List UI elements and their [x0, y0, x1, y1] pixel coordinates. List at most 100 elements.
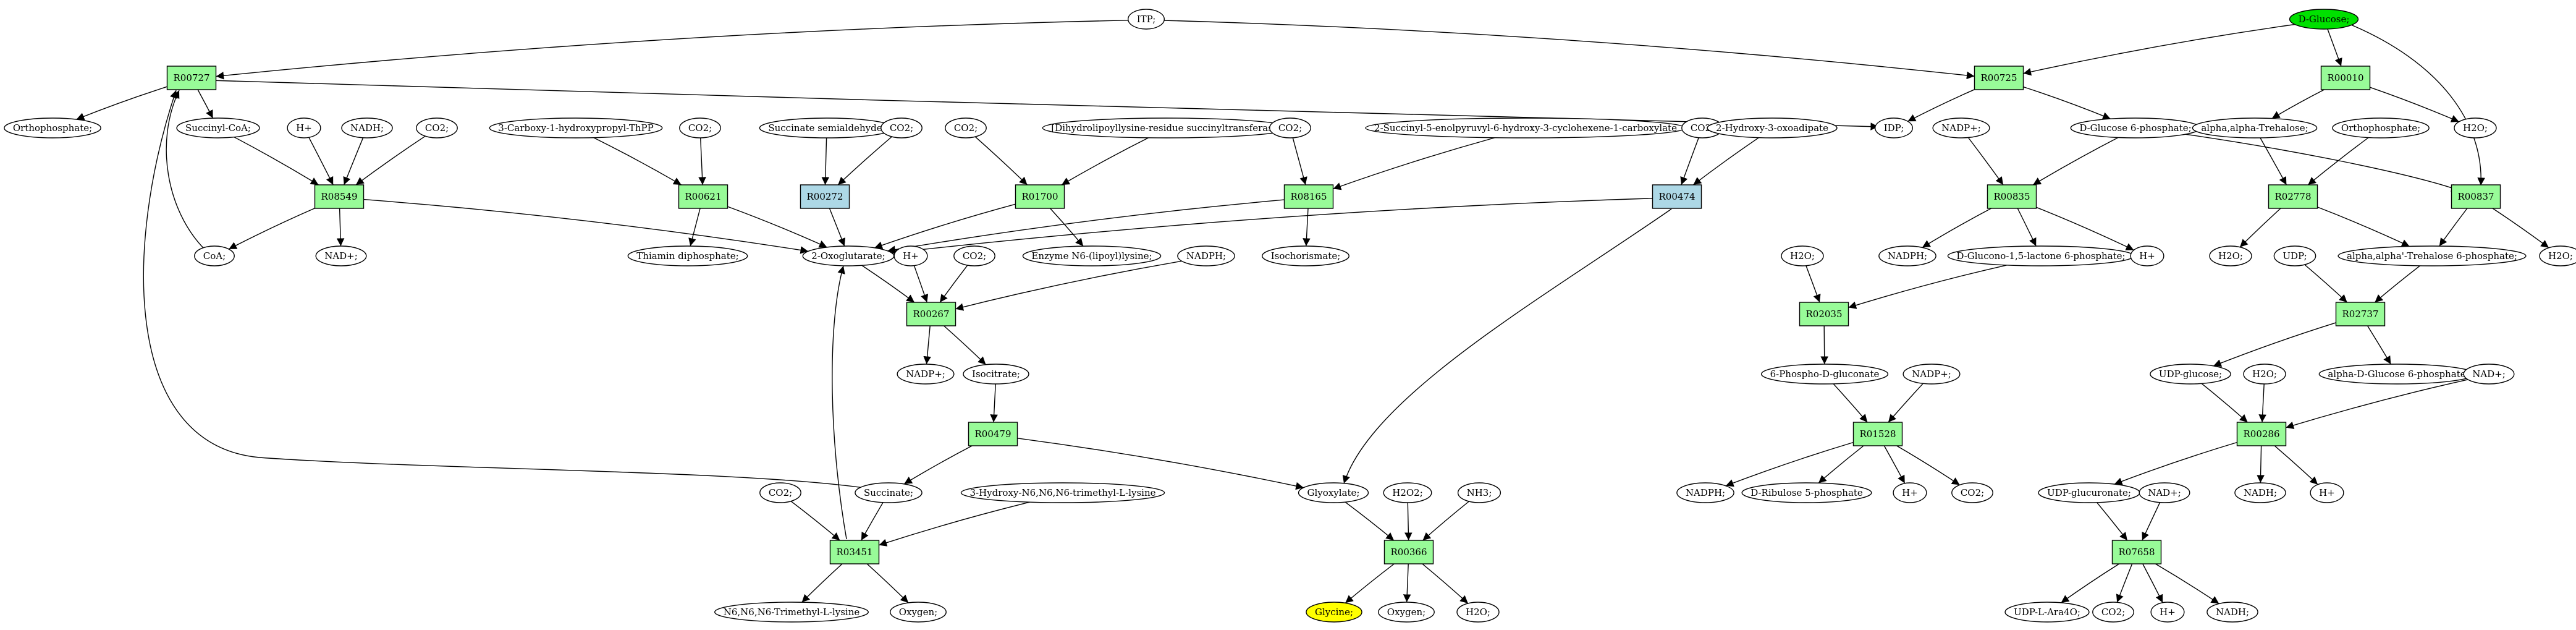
- reaction-node-R00835[interactable]: R00835: [1987, 184, 2037, 209]
- compound-node-dglc[interactable]: D-Glucose;: [2289, 9, 2359, 30]
- compound-node-nh3[interactable]: NH3;: [1457, 482, 1501, 503]
- compound-node-orthoL[interactable]: Orthophosphate;: [4, 117, 101, 138]
- compound-node-adg6p[interactable]: alpha-D-Glucose 6-phosphate: [2318, 364, 2475, 385]
- reaction-node-R00272[interactable]: R00272: [800, 184, 850, 209]
- compound-node-h2oC[interactable]: H2O;: [2209, 245, 2252, 266]
- compound-node-nadhA[interactable]: NADH;: [341, 117, 393, 138]
- compound-node-thdp[interactable]: Thiamin diphosphate;: [627, 245, 748, 266]
- reaction-node-R00267[interactable]: R00267: [906, 302, 956, 326]
- compound-ellipse: [1177, 245, 1235, 266]
- node-label: CO2;: [1961, 487, 1984, 498]
- compound-node-succoa[interactable]: Succinyl-CoA;: [176, 117, 260, 138]
- compound-node-succ[interactable]: Succinate;: [855, 482, 923, 503]
- compound-node-nadphC[interactable]: NADPH;: [1676, 482, 1734, 503]
- compound-node-co2J[interactable]: CO2;: [2092, 602, 2134, 623]
- compound-node-hD[interactable]: H+: [1893, 482, 1927, 503]
- compound-node-nadhC[interactable]: NADH;: [2206, 602, 2258, 623]
- reaction-node-R07658[interactable]: R07658: [2111, 540, 2162, 564]
- compound-node-nadpC[interactable]: NADP+;: [1902, 364, 1961, 385]
- compound-node-h2oA[interactable]: H2O;: [2454, 117, 2497, 138]
- compound-node-co2E[interactable]: CO2;: [1269, 117, 1311, 138]
- node-label: 2-Oxoglutarate;: [811, 250, 885, 262]
- reaction-node-R00727[interactable]: R00727: [166, 66, 217, 90]
- reaction-node-R08549[interactable]: R08549: [314, 184, 365, 209]
- compound-node-enzlip[interactable]: Enzyme N6-(lipoyl)lysine;: [1022, 245, 1162, 266]
- compound-node-nadphA[interactable]: NADPH;: [1177, 245, 1235, 266]
- edge-R01528-to-co2I: [1896, 445, 1960, 485]
- reaction-node-R02035[interactable]: R02035: [1799, 302, 1849, 326]
- compound-node-nadphB[interactable]: NADPH;: [1878, 245, 1936, 266]
- compound-node-glyox[interactable]: Glyoxylate;: [1298, 482, 1369, 503]
- reaction-node-R02778[interactable]: R02778: [2268, 184, 2318, 209]
- compound-node-co2B[interactable]: CO2;: [679, 117, 721, 138]
- node-label: Oxygen;: [899, 607, 937, 618]
- compound-node-h2oE[interactable]: H2O;: [2243, 364, 2286, 385]
- compound-node-oxyB[interactable]: Oxygen;: [1378, 602, 1435, 623]
- compound-node-nadA[interactable]: NAD+;: [315, 245, 367, 266]
- reaction-node-R00474[interactable]: R00474: [1652, 184, 1702, 209]
- compound-node-g6p[interactable]: D-Glucose 6-phosphate;: [2070, 117, 2201, 138]
- compound-node-hA[interactable]: H+: [287, 117, 321, 138]
- compound-node-co2C[interactable]: CO2;: [880, 117, 923, 138]
- compound-node-h2o2[interactable]: H2O2;: [1383, 482, 1432, 503]
- compound-node-sephc[interactable]: 2-Succinyl-5-enolpyruvyl-6-hydroxy-3-cyc…: [1365, 117, 1686, 138]
- reaction-node-R01528[interactable]: R01528: [1852, 422, 1903, 446]
- compound-node-hF[interactable]: H+: [2150, 602, 2185, 623]
- compound-node-nadhB[interactable]: NADH;: [2234, 482, 2286, 503]
- compound-node-isocit[interactable]: Isocitrate;: [963, 364, 1029, 385]
- compound-node-h2oD[interactable]: H2O;: [2539, 245, 2576, 266]
- reaction-node-R00725[interactable]: R00725: [1974, 66, 2024, 90]
- reaction-node-R00286[interactable]: R00286: [2236, 422, 2287, 446]
- compound-node-nadC[interactable]: NAD+;: [2139, 482, 2190, 503]
- compound-node-co2H[interactable]: CO2;: [759, 482, 801, 503]
- compound-node-hE[interactable]: H+: [2310, 482, 2344, 503]
- reaction-node-R00366[interactable]: R00366: [1383, 540, 1434, 564]
- reaction-node-R01700[interactable]: R01700: [1015, 184, 1065, 209]
- compound-node-orthoR[interactable]: Orthophosphate;: [2332, 117, 2430, 138]
- compound-node-drib[interactable]: D-Ribulose 5-phosphate: [1741, 482, 1872, 503]
- compound-node-co2D[interactable]: CO2;: [945, 117, 987, 138]
- node-label: H2O;: [2548, 250, 2573, 262]
- node-label: R08165: [1290, 191, 1327, 202]
- compound-node-dihydro[interactable]: [Dihydrolipoyllysine-residue succinyltra…: [1042, 117, 1291, 138]
- compound-node-treh6p[interactable]: alpha,alpha'-Trehalose 6-phosphate;: [2337, 245, 2527, 266]
- compound-node-hC[interactable]: H+: [2130, 245, 2164, 266]
- compound-node-nadpB[interactable]: NADP+;: [897, 364, 955, 385]
- compound-node-hntml[interactable]: 3-Hydroxy-N6,N6,N6-trimethyl-L-lysine: [960, 482, 1165, 503]
- reaction-node-R00621[interactable]: R00621: [678, 184, 728, 209]
- reaction-node-R00837[interactable]: R00837: [2451, 184, 2501, 209]
- compound-node-itp[interactable]: ITP;: [1128, 9, 1165, 30]
- compound-node-glcl[interactable]: D-Glucono-1,5-lactone 6-phosphate;: [1947, 245, 2135, 266]
- compound-node-h2oB[interactable]: H2O;: [1781, 245, 1824, 266]
- compound-node-nadpA[interactable]: NADP+;: [1932, 117, 1990, 138]
- reaction-node-R00479[interactable]: R00479: [968, 422, 1018, 446]
- edge-R00267-to-isocit: [944, 325, 986, 365]
- compound-node-udpara[interactable]: UDP-L-Ara4O;: [2004, 602, 2090, 623]
- compound-node-hB[interactable]: H+: [893, 245, 928, 266]
- compound-node-sucsemi[interactable]: Succinate semialdehyde;: [759, 117, 895, 138]
- compound-node-nadB[interactable]: NAD+;: [2463, 364, 2515, 385]
- compound-node-h2oF[interactable]: H2O;: [1456, 602, 1500, 623]
- compound-node-coa[interactable]: CoA;: [194, 245, 235, 266]
- compound-node-hoxo[interactable]: 2-Hydroxy-3-oxoadipate: [1707, 117, 1838, 138]
- compound-node-isoch[interactable]: Isochorismate;: [1262, 245, 1349, 266]
- compound-node-pgluc[interactable]: 6-Phospho-D-gluconate: [1760, 364, 1889, 385]
- compound-node-glycine[interactable]: Glycine;: [1306, 602, 1362, 623]
- reaction-node-R02737[interactable]: R02737: [2335, 302, 2386, 326]
- compound-node-trehA[interactable]: alpha,alpha-Trehalose;: [2192, 117, 2318, 138]
- compound-node-oxyA[interactable]: Oxygen;: [890, 602, 947, 623]
- compound-node-oxog[interactable]: 2-Oxoglutarate;: [802, 245, 895, 266]
- compound-node-idp[interactable]: IDP;: [1875, 117, 1913, 138]
- reaction-node-R08165[interactable]: R08165: [1283, 184, 1334, 209]
- reaction-node-R03451[interactable]: R03451: [829, 540, 880, 564]
- compound-node-udpA[interactable]: UDP;: [2273, 245, 2316, 266]
- node-label: H2O;: [2463, 122, 2488, 134]
- reaction-node-R00010[interactable]: R00010: [2320, 66, 2371, 90]
- compound-node-co2A[interactable]: CO2;: [416, 117, 458, 138]
- compound-node-co2G[interactable]: CO2;: [953, 245, 995, 266]
- compound-node-carbthpp[interactable]: 3-Carboxy-1-hydroxypropyl-ThPP: [489, 117, 663, 138]
- compound-node-ntml[interactable]: N6,N6,N6-Trimethyl-L-lysine: [714, 602, 869, 623]
- compound-node-udpgluc[interactable]: UDP-glucuronate;: [2038, 482, 2140, 503]
- compound-node-co2I[interactable]: CO2;: [1951, 482, 1993, 503]
- compound-node-udpglc[interactable]: UDP-glucose;: [2150, 364, 2231, 385]
